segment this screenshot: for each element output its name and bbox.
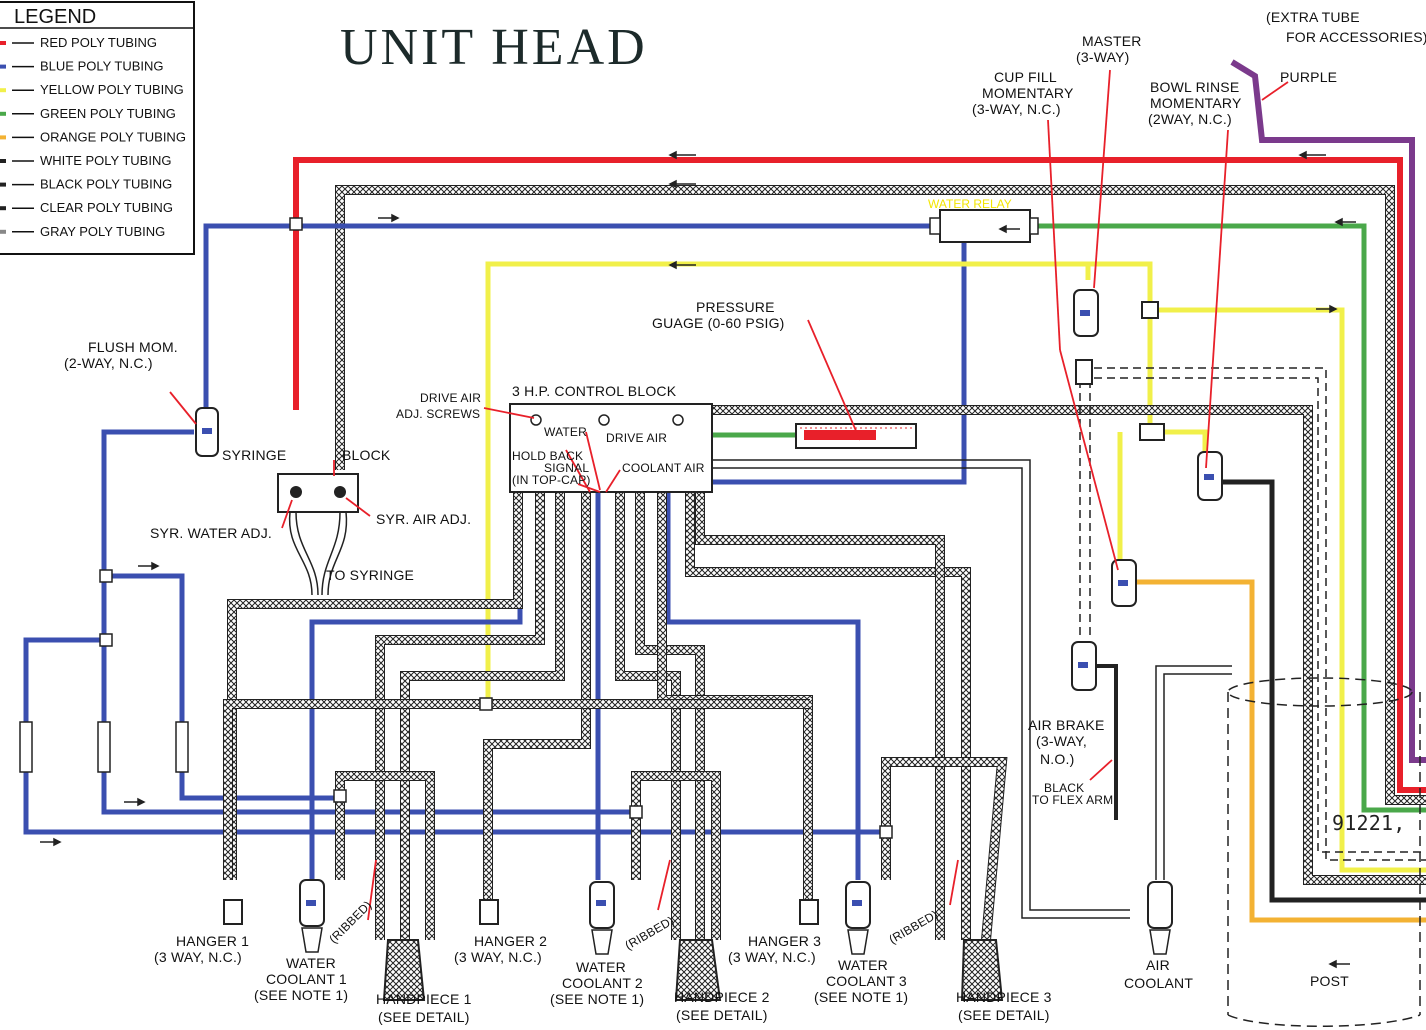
drive-air-label: DRIVE AIR <box>606 431 667 445</box>
extra-tube-label-2: FOR ACCESSORIES) <box>1286 29 1426 45</box>
water-coolant2-label-2: COOLANT 2 <box>562 975 643 991</box>
hanger3-label-2: (3 WAY, N.C.) <box>728 949 816 965</box>
syr-water-adj-label: SYR. WATER ADJ. <box>150 525 272 541</box>
handpiece2-label-1: HANDPIECE 2 <box>674 989 770 1005</box>
ribbed-label-3: (RIBBED) <box>887 907 941 946</box>
post <box>1227 677 1421 1027</box>
control-block-label: 3 H.P. CONTROL BLOCK <box>512 383 677 399</box>
bowl-rinse-label-3: (2WAY, N.C.) <box>1148 111 1232 127</box>
handpiece3-label-1: HANDPIECE 3 <box>956 989 1052 1005</box>
master-label-2: (3-WAY) <box>1076 49 1130 65</box>
cup-fill-label-3: (3-WAY, N.C.) <box>972 101 1061 117</box>
pressure-gauge <box>795 423 917 449</box>
purple-tubing <box>1230 59 1426 763</box>
legend-item-label: GRAY POLY TUBING <box>40 224 165 239</box>
legend-item-label: BLACK POLY TUBING <box>40 177 172 192</box>
air-coolant-label-2: COOLANT <box>1124 975 1193 991</box>
air-brake-label-2: (3-WAY, <box>1036 733 1087 749</box>
block-label: BLOCK <box>342 447 391 463</box>
hanger1-label-2: (3 WAY, N.C.) <box>154 949 242 965</box>
hold-back-label-2: SIGNAL <box>544 461 589 475</box>
coolant-air-label: COOLANT AIR <box>622 461 705 475</box>
water-coolant3-label-1: WATER <box>838 957 888 973</box>
purple-label: PURPLE <box>1280 69 1337 85</box>
water-coolant3-label-2: COOLANT 3 <box>826 973 907 989</box>
red-tubing <box>293 157 1426 793</box>
legend-item-label: YELLOW POLY TUBING <box>40 82 184 97</box>
to-syringe-label: TO SYRINGE <box>326 567 414 583</box>
legend-item-label: CLEAR POLY TUBING <box>40 200 173 215</box>
black-flex-label-2: TO FLEX ARM <box>1032 793 1113 807</box>
handpiece2-label-2: (SEE DETAIL) <box>676 1007 768 1023</box>
hanger3-label-1: HANGER 3 <box>748 933 821 949</box>
bowl-rinse-label-2: MOMENTARY <box>1150 95 1242 111</box>
water-label: WATER <box>544 425 587 439</box>
hatched-hanger-runs <box>223 492 1008 941</box>
syringe-label: SYRINGE <box>222 447 286 463</box>
ribbed-label-2: (RIBBED) <box>623 913 677 952</box>
black-tubing <box>1222 479 1426 903</box>
cup-fill-label-2: MOMENTARY <box>982 85 1074 101</box>
legend-item-label: ORANGE POLY TUBING <box>40 129 186 144</box>
pressure-label-1: PRESSURE <box>696 299 775 315</box>
flush-label-1: FLUSH MOM. <box>88 339 178 355</box>
legend-item-label: WHITE POLY TUBING <box>40 153 171 168</box>
legend-item-label: RED POLY TUBING <box>40 35 157 50</box>
hold-back-label-1: HOLD BACK <box>512 449 583 463</box>
syringe-block <box>277 473 359 596</box>
leader-lines <box>169 69 1289 921</box>
handpiece-ends <box>382 939 1004 1001</box>
extra-tube-label-1: (EXTRA TUBE <box>1266 9 1360 25</box>
valve-indicators <box>202 310 1214 906</box>
water-coolant2-label-3: (SEE NOTE 1) <box>550 991 644 1007</box>
blue-tubing-top <box>203 223 940 420</box>
flush-label-2: (2-WAY, N.C.) <box>64 355 153 371</box>
air-coolant-label-1: AIR <box>1146 957 1170 973</box>
water-relay: WATER RELAY <box>928 197 1039 243</box>
legend-item-label: BLUE POLY TUBING <box>40 59 164 74</box>
diagram-title: UNIT HEAD <box>340 19 648 76</box>
drive-air-adj-label-2: ADJ. SCREWS <box>396 407 480 421</box>
ribbed-label-1: (RIBBED) <box>326 898 374 946</box>
water-relay-label: WATER RELAY <box>928 197 1012 211</box>
master-label-1: MASTER <box>1082 33 1142 49</box>
document-stamp: 91221, <box>1332 811 1405 835</box>
air-brake-label-1: AIR BRAKE <box>1028 717 1105 733</box>
drive-air-adj-label-1: DRIVE AIR <box>420 391 481 405</box>
hanger1-label-1: HANGER 1 <box>176 933 249 949</box>
black-flex-label-1: BLACK <box>1044 781 1084 795</box>
syr-air-adj-label: SYR. AIR ADJ. <box>376 511 471 527</box>
hold-back-label-3: (IN TOP-CAP) <box>512 473 591 487</box>
bowl-rinse-label-1: BOWL RINSE <box>1150 79 1239 95</box>
hanger2-label-1: HANGER 2 <box>474 933 547 949</box>
pressure-label-2: GUAGE (0-60 PSIG) <box>652 315 785 331</box>
water-coolant1-label-1: WATER <box>286 955 336 971</box>
air-brake-label-3: N.O.) <box>1040 751 1074 767</box>
blue-tubing-left <box>23 429 886 835</box>
legend-item-label: GREEN POLY TUBING <box>40 106 176 121</box>
legend: LEGEND RED POLY TUBING BLUE POLY TUBING YE… <box>0 1 195 255</box>
hanger2-label-2: (3 WAY, N.C.) <box>454 949 542 965</box>
cup-fill-label-1: CUP FILL <box>994 69 1057 85</box>
legend-heading: LEGEND <box>14 6 96 28</box>
post-label: POST <box>1310 973 1349 989</box>
water-coolant2-label-1: WATER <box>576 959 626 975</box>
handpiece1-label-1: HANDPIECE 1 <box>376 991 472 1007</box>
water-coolant3-label-3: (SEE NOTE 1) <box>814 989 908 1005</box>
handpiece1-label-2: (SEE DETAIL) <box>378 1009 470 1025</box>
water-coolant1-label-2: COOLANT 1 <box>266 971 347 987</box>
handpiece3-label-2: (SEE DETAIL) <box>958 1007 1050 1023</box>
orange-tubing <box>1136 579 1426 923</box>
yellow-tubing <box>485 261 1091 700</box>
water-coolant1-label-3: (SEE NOTE 1) <box>254 987 348 1003</box>
green-tubing <box>1030 223 1426 813</box>
